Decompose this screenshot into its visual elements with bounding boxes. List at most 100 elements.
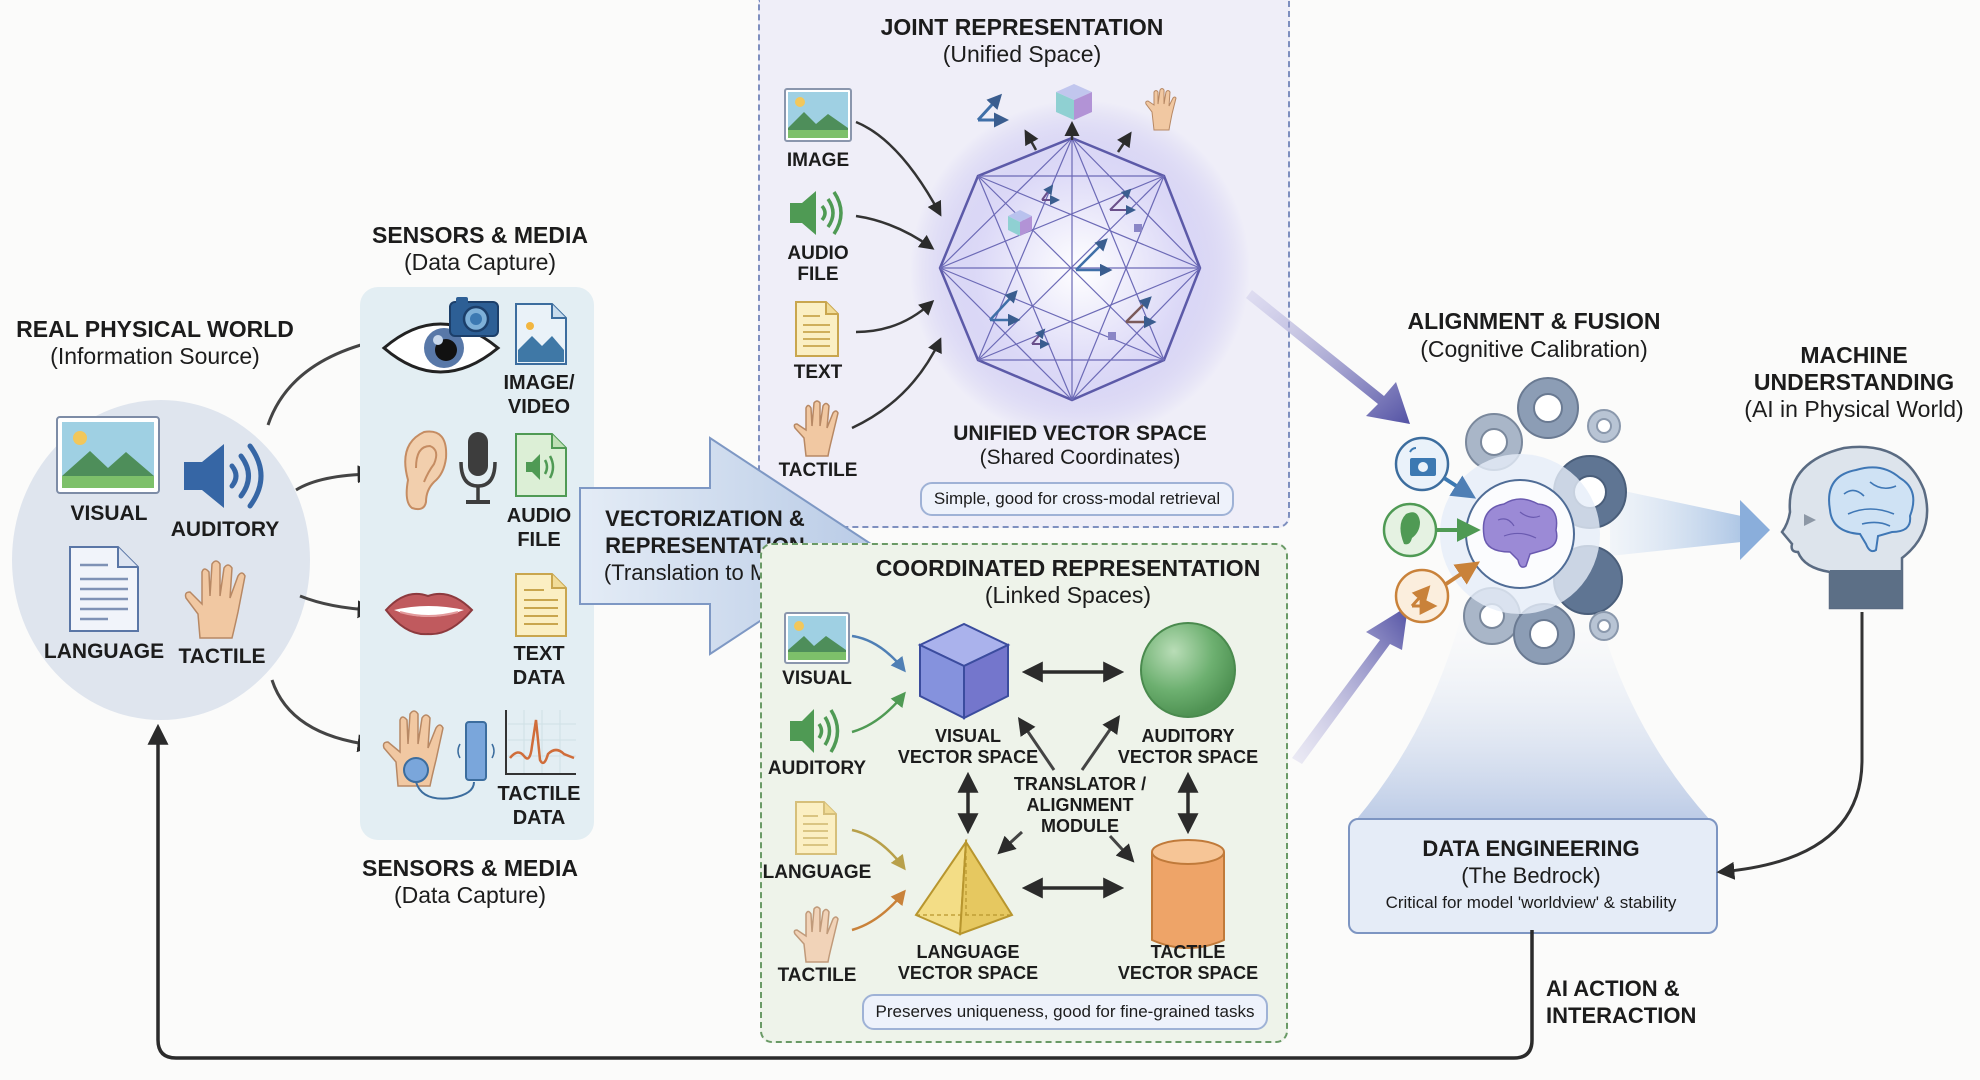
sensors-bottom-subtitle: (Data Capture) bbox=[393, 882, 547, 908]
sensors-top-title: SENSORS & MEDIA bbox=[372, 222, 588, 248]
funnel-to-data-engineering bbox=[1356, 580, 1710, 820]
sensor-label-text-1: TEXT bbox=[513, 643, 565, 665]
auditory-space-label-1: AUDITORY bbox=[1141, 726, 1235, 746]
ear-icon bbox=[1400, 512, 1420, 545]
text-file-icon bbox=[515, 573, 567, 637]
coord-speaker-icon bbox=[790, 709, 840, 753]
tactile-vector-space-cylinder bbox=[1151, 839, 1225, 949]
physical-world-title: REAL PHYSICAL WORLD bbox=[16, 316, 294, 342]
vibration-device-icon bbox=[457, 721, 495, 781]
coordinated-note: Preserves uniqueness, good for fine-grai… bbox=[862, 994, 1268, 1030]
sensor-label-audio-1: AUDIO bbox=[506, 505, 572, 527]
machine-to-data-engineering-arrow bbox=[1716, 612, 1864, 880]
visual-vector-space-cube bbox=[917, 622, 1011, 720]
alignment-inputs bbox=[1382, 436, 1481, 624]
joint-note: Simple, good for cross-modal retrieval bbox=[920, 482, 1234, 516]
coord-text-file-icon bbox=[795, 801, 837, 855]
ear-icon bbox=[404, 430, 448, 511]
alignment-title: ALIGNMENT & FUSION bbox=[1407, 308, 1661, 334]
joint-subtitle: (Unified Space) bbox=[942, 41, 1102, 67]
sensors-bottom-title: SENSORS & MEDIA bbox=[362, 855, 578, 881]
sensor-label-image-2: VIDEO bbox=[507, 396, 571, 418]
data-engineering-subtitle: (The Bedrock) bbox=[1461, 863, 1601, 888]
ai-action-feedback-arrow bbox=[147, 723, 1534, 1060]
joint-title: JOINT REPRESENTATION bbox=[880, 14, 1164, 40]
gear-icon bbox=[1513, 603, 1575, 665]
translator-label-2: ALIGNMENT bbox=[1026, 795, 1134, 815]
tactile-space-label-1: TACTILE bbox=[1150, 942, 1226, 962]
machine-subtitle: (AI in Physical World) bbox=[1744, 396, 1964, 422]
joint-input-label-text: TEXT bbox=[793, 362, 843, 383]
document-icon bbox=[69, 546, 139, 632]
machine-title-1: MACHINE bbox=[1800, 342, 1908, 368]
sensor-label-text-2: DATA bbox=[512, 667, 566, 689]
coordinated-to-alignment-arrow bbox=[1292, 606, 1408, 764]
sensor-label-tactile-1: TACTILE bbox=[497, 783, 581, 805]
unified-space-title: UNIFIED VECTOR SPACE bbox=[953, 422, 1207, 445]
hand-sensor-icon bbox=[382, 710, 475, 800]
camera-icon bbox=[1409, 447, 1436, 476]
gear-icon bbox=[1587, 409, 1621, 443]
arrow-to-tactile-sensor bbox=[270, 679, 376, 753]
small-cube bbox=[1008, 210, 1032, 236]
sensor-label-audio-2: FILE bbox=[517, 529, 561, 551]
coord-input-label-visual: VISUAL bbox=[782, 668, 852, 689]
brain-icon bbox=[1482, 498, 1558, 568]
joint-to-alignment-arrow bbox=[1246, 290, 1410, 424]
language-space-label-2: VECTOR SPACE bbox=[897, 963, 1039, 983]
data-engineering-note: Critical for model 'worldview' & stabili… bbox=[1385, 893, 1677, 912]
language-vector-space-pyramid bbox=[914, 838, 1014, 936]
alignment-subtitle: (Cognitive Calibration) bbox=[1420, 336, 1648, 362]
auditory-space-label-2: VECTOR SPACE bbox=[1117, 747, 1259, 767]
landscape-image-icon bbox=[56, 416, 160, 494]
coord-hand-icon bbox=[793, 906, 839, 963]
coord-image-icon bbox=[784, 612, 850, 664]
visual-space-label-1: VISUAL bbox=[934, 726, 1001, 746]
translator-label-1: TRANSLATOR / bbox=[1013, 774, 1147, 794]
world-label-auditory: AUDITORY bbox=[170, 518, 280, 541]
joint-hand-icon bbox=[793, 400, 839, 457]
world-label-visual: VISUAL bbox=[70, 502, 148, 525]
gears-cluster bbox=[1440, 377, 1627, 665]
joint-input-label-image: IMAGE bbox=[786, 150, 850, 171]
world-label-tactile: TACTILE bbox=[178, 645, 266, 668]
ai-head-icon bbox=[1780, 445, 1929, 610]
translator-label-3: MODULE bbox=[1041, 816, 1119, 836]
physical-world-subtitle: (Information Source) bbox=[50, 343, 260, 369]
world-label-language: LANGUAGE bbox=[43, 640, 165, 663]
gear-icon bbox=[1589, 611, 1619, 641]
beam-to-machine bbox=[1610, 488, 1760, 556]
mouth-icon bbox=[384, 592, 474, 636]
auditory-vector-space-sphere bbox=[1140, 622, 1236, 718]
data-engineering-box bbox=[1348, 818, 1718, 934]
sensors-top-subtitle: (Data Capture) bbox=[403, 249, 557, 275]
vectorization-line1: VECTORIZATION & bbox=[605, 506, 805, 531]
joint-input-label-tactile: TACTILE bbox=[778, 460, 858, 481]
waveform-chart-icon bbox=[505, 710, 576, 775]
language-space-label-1: LANGUAGE bbox=[916, 942, 1020, 962]
top-hand bbox=[1145, 88, 1177, 131]
image-icon bbox=[784, 88, 852, 142]
speaker-icon bbox=[184, 443, 264, 509]
audio-file-icon bbox=[515, 433, 567, 497]
top-cube bbox=[1056, 84, 1092, 120]
coord-input-label-auditory: AUDITORY bbox=[767, 758, 867, 779]
image-file-icon bbox=[515, 303, 567, 365]
feedback-label-2: INTERACTION bbox=[1546, 1003, 1697, 1028]
coord-input-label-tactile: TACTILE bbox=[777, 965, 857, 986]
joint-input-label-audio-2: FILE bbox=[797, 264, 839, 285]
machine-title-2: UNDERSTANDING bbox=[1753, 369, 1955, 395]
joint-input-label-audio-1: AUDIO bbox=[787, 243, 849, 264]
sensor-label-tactile-2: DATA bbox=[512, 807, 566, 829]
vector-icon bbox=[1410, 585, 1438, 615]
joint-speaker-icon bbox=[790, 191, 843, 235]
gear-icon bbox=[1517, 377, 1579, 439]
tactile-space-label-2: VECTOR SPACE bbox=[1117, 963, 1259, 983]
camera-icon bbox=[449, 297, 499, 337]
coordinated-subtitle: (Linked Spaces) bbox=[984, 582, 1152, 608]
coordinated-title: COORDINATED REPRESENTATION bbox=[875, 555, 1261, 581]
